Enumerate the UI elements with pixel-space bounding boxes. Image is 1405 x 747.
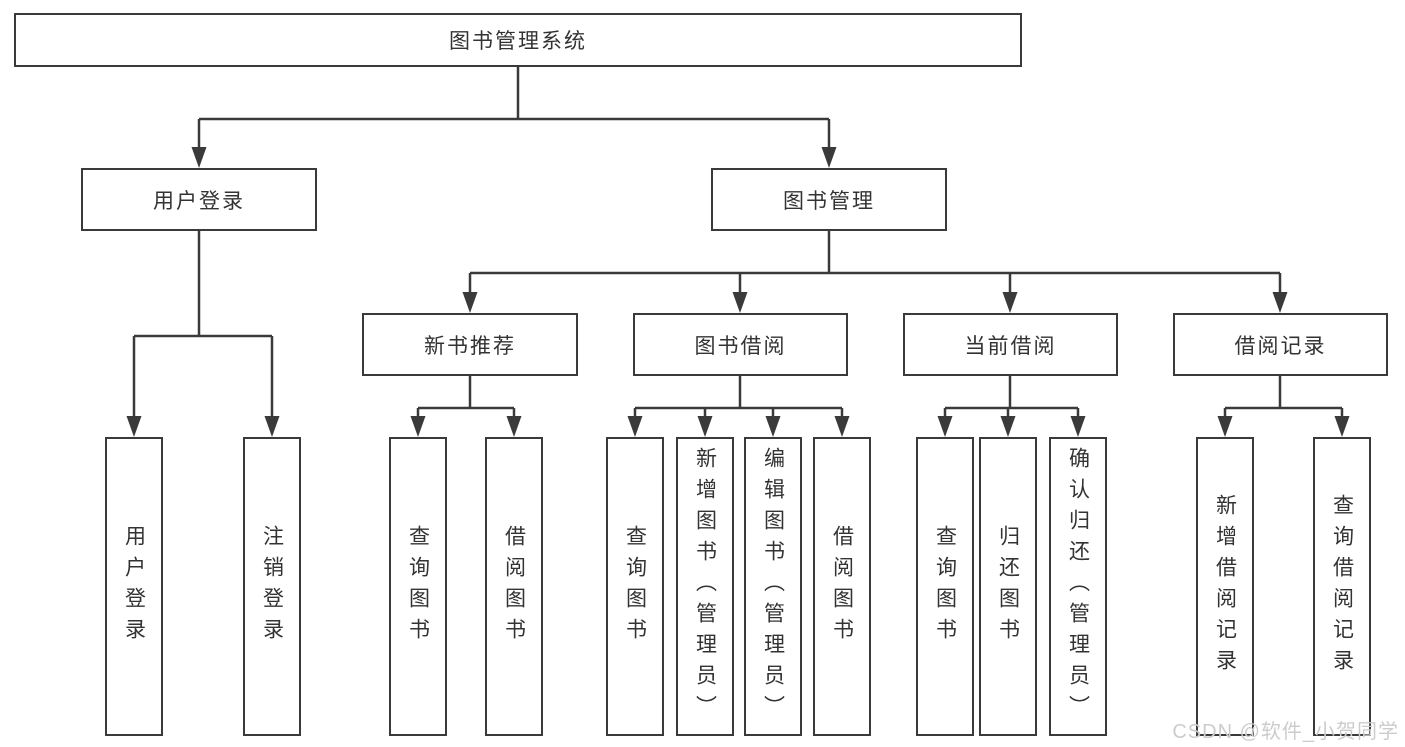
arrowhead [937, 416, 953, 437]
node-label: 借阅图书 [502, 524, 526, 649]
node-label: 用户登录 [153, 189, 245, 213]
node-label: 图书借阅 [694, 334, 787, 358]
connector-book-borrowing-to-leaves [627, 376, 850, 437]
connector-current-borrowing-to-leaves [937, 376, 1086, 437]
node-label: 查询图书 [406, 524, 430, 649]
node-leaf-return-books: 归还图书 [979, 437, 1037, 736]
node-leaf-query-books-recommend: 查询图书 [389, 437, 447, 736]
arrowhead [264, 416, 280, 437]
node-leaf-edit-book-admin: 编辑图书（管理员） [744, 437, 802, 736]
connector-user-login-to-leaves [126, 231, 280, 437]
node-label: 确认归还（管理员） [1066, 447, 1090, 726]
node-leaf-add-borrow-record: 新增借阅记录 [1196, 437, 1254, 736]
node-label: 新增借阅记录 [1213, 493, 1237, 680]
arrowhead [506, 416, 522, 437]
node-label: 图书管理 [783, 189, 875, 213]
arrowhead [732, 292, 748, 313]
arrowhead [1217, 416, 1233, 437]
node-label: 归还图书 [996, 524, 1020, 649]
arrowhead [1334, 416, 1350, 437]
node-root: 图书管理系统 [14, 13, 1022, 67]
arrowhead [834, 416, 850, 437]
arrowhead [1000, 416, 1016, 437]
arrowhead [462, 292, 478, 313]
node-label: 新增图书（管理员） [693, 447, 717, 726]
arrowhead [821, 147, 837, 168]
node-new-book-recommend: 新书推荐 [362, 313, 578, 376]
node-label: 借阅记录 [1234, 334, 1327, 358]
node-current-borrowing: 当前借阅 [903, 313, 1118, 376]
arrowhead [191, 147, 207, 168]
node-leaf-borrow-books: 借阅图书 [813, 437, 871, 736]
node-leaf-borrow-books-recommend: 借阅图书 [485, 437, 543, 736]
node-leaf-add-book-admin: 新增图书（管理员） [676, 437, 734, 736]
connector-book-management-to-level3 [462, 231, 1288, 313]
arrowhead [627, 416, 643, 437]
node-leaf-query-books-borrowing: 查询图书 [606, 437, 664, 736]
arrowhead [126, 416, 142, 437]
node-label: 查询借阅记录 [1330, 493, 1354, 680]
node-label: 编辑图书（管理员） [761, 447, 785, 726]
connector-new-book-to-leaves [410, 376, 522, 437]
node-label: 当前借阅 [964, 334, 1057, 358]
node-leaf-user-login: 用户登录 [105, 437, 163, 736]
node-label: 查询图书 [933, 524, 957, 649]
connector-root-to-level2 [191, 67, 837, 168]
arrowhead [1070, 416, 1086, 437]
node-label: 新书推荐 [424, 334, 516, 358]
node-label: 用户登录 [122, 524, 146, 649]
node-label: 图书管理系统 [449, 30, 587, 53]
connector-borrowing-records-to-leaves [1217, 376, 1350, 437]
node-label: 借阅图书 [830, 524, 854, 649]
node-leaf-confirm-return-admin: 确认归还（管理员） [1049, 437, 1107, 736]
node-leaf-logout: 注销登录 [243, 437, 301, 736]
arrowhead [765, 416, 781, 437]
node-leaf-query-books-current: 查询图书 [916, 437, 974, 736]
arrowhead [1272, 292, 1288, 313]
arrowhead [1002, 292, 1018, 313]
node-label: 查询图书 [623, 524, 647, 649]
node-borrowing-records: 借阅记录 [1173, 313, 1388, 376]
node-leaf-query-borrow-record: 查询借阅记录 [1313, 437, 1371, 736]
arrowhead [697, 416, 713, 437]
node-book-borrowing: 图书借阅 [633, 313, 848, 376]
node-book-management: 图书管理 [711, 168, 947, 231]
arrowhead [410, 416, 426, 437]
node-user-login: 用户登录 [81, 168, 317, 231]
node-label: 注销登录 [260, 524, 284, 649]
watermark: CSDN @软件_小贺同学 [1172, 721, 1399, 743]
